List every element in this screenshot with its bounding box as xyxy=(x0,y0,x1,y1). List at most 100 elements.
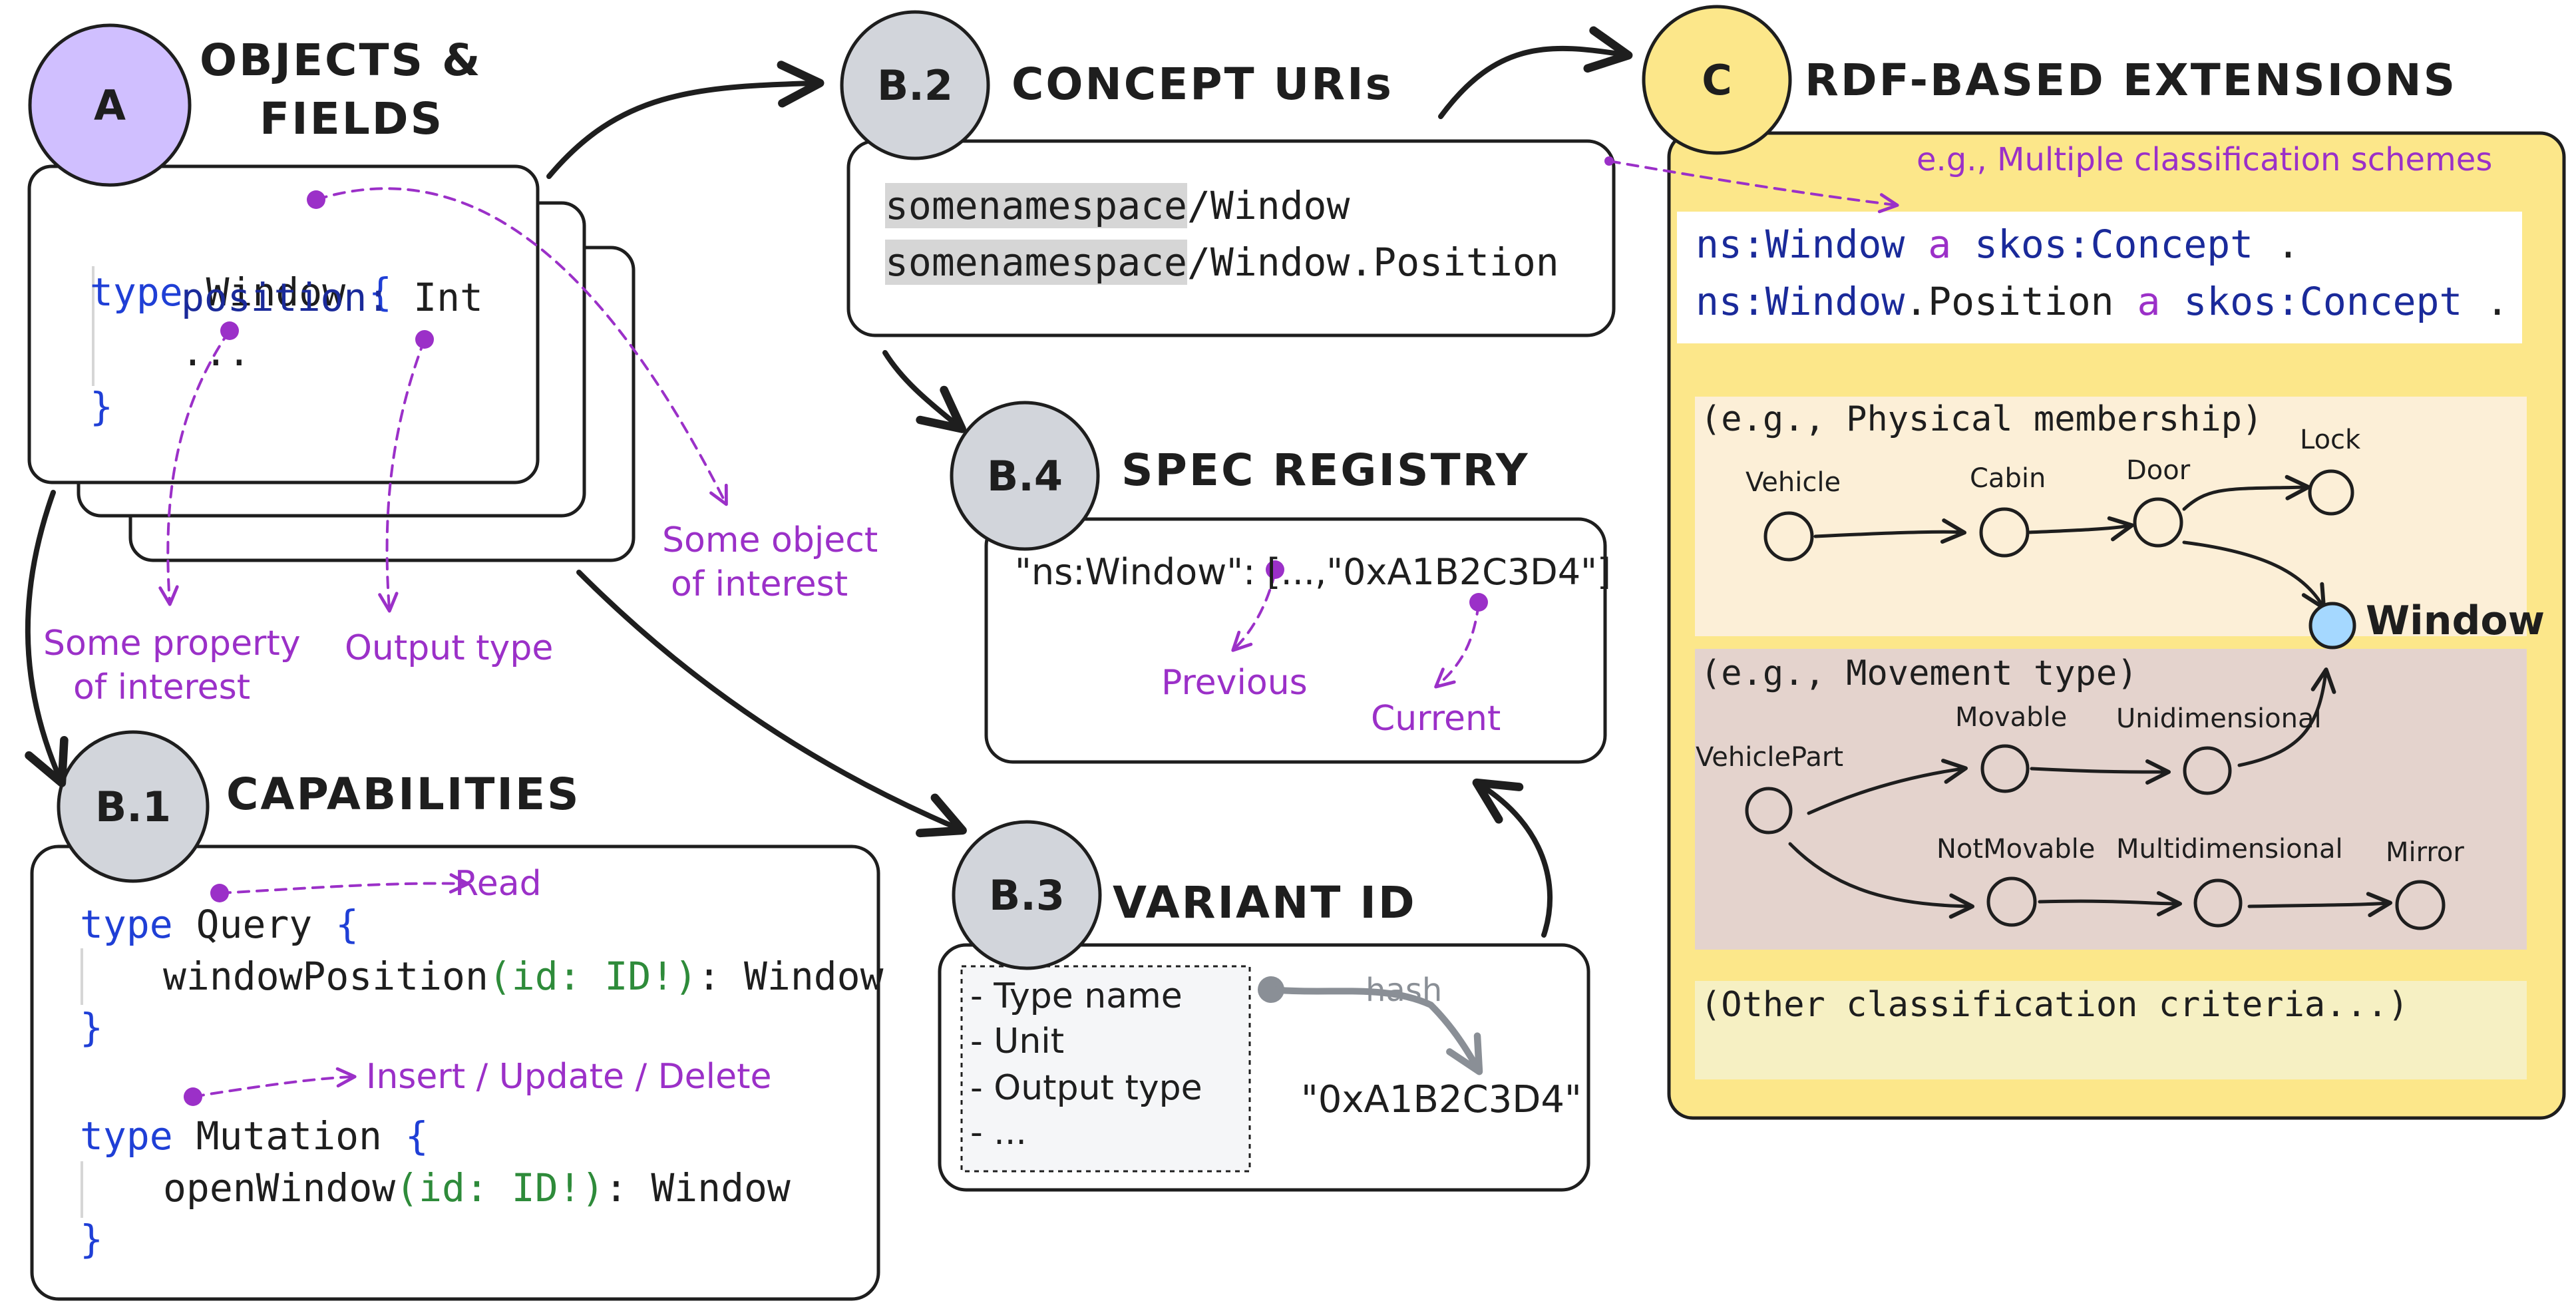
triple-end: . xyxy=(2253,222,2300,267)
uri-path: /Window.Position xyxy=(1187,240,1559,285)
a-title-line1: OBJECTS & xyxy=(200,35,482,86)
node-mirror xyxy=(2395,880,2446,930)
b4-box xyxy=(984,517,1607,764)
triple-subject: ns:Window xyxy=(1696,222,1905,267)
note-current: Current xyxy=(1371,699,1501,739)
badge-b3: B.3 xyxy=(989,870,1065,920)
note-previous: Previous xyxy=(1161,663,1308,703)
mutation-name: Mutation xyxy=(172,1113,405,1159)
field-name: position: xyxy=(181,275,391,320)
brace-close: } xyxy=(90,384,113,429)
arrow-b3-to-b4 xyxy=(1472,778,1553,938)
label-mirror: Mirror xyxy=(2386,837,2464,868)
variant-input-3: - ... xyxy=(970,1113,1027,1153)
movement-type-label: (e.g., Movement type) xyxy=(1700,654,2138,693)
label-movable: Movable xyxy=(1955,702,2068,733)
note-property-1: Some property xyxy=(43,624,301,663)
badge-a-shape xyxy=(28,23,192,187)
annotation-arrows xyxy=(158,160,1899,1098)
other-criteria-label: (Other classification criteria...) xyxy=(1700,985,2409,1025)
node-multidimensional xyxy=(2193,878,2243,928)
hash-arrow xyxy=(1268,986,1483,1075)
ellipsis-line: ... xyxy=(181,329,251,375)
arrow-b2-to-b4 xyxy=(882,350,966,433)
field-line: position: Int xyxy=(181,272,483,323)
label-lock: Lock xyxy=(2300,425,2361,455)
node-cabin xyxy=(1979,507,2030,558)
b1-title: CAPABILITIES xyxy=(226,769,581,820)
node-vehicle xyxy=(1763,511,1814,562)
note-classification-schemes: e.g., Multiple classification schemes xyxy=(1917,141,2493,178)
badge-b3-shape xyxy=(952,820,1102,970)
triple-end: . xyxy=(2462,279,2509,324)
arrow-a-to-b1 xyxy=(25,490,69,787)
c-title: RDF-BASED EXTENSIONS xyxy=(1805,55,2458,106)
variant-inputs-box xyxy=(960,965,1251,1173)
field-type: Int xyxy=(390,275,483,320)
label-cabin: Cabin xyxy=(1970,463,2046,494)
note-object-1: Some object xyxy=(662,520,878,560)
keyword-type: type xyxy=(80,902,173,947)
brace-open: { xyxy=(369,270,392,315)
badge-b1-shape xyxy=(57,730,210,883)
badge-c: C xyxy=(1702,55,1732,104)
query-brace-close: } xyxy=(80,1005,103,1050)
query-type-line: type Query { xyxy=(80,898,359,950)
triple-2: ns:Window.Position a skos:Concept . xyxy=(1696,276,2509,327)
query-field-name: windowPosition xyxy=(163,954,488,999)
variant-input-0: - Type name xyxy=(970,976,1183,1016)
triple-1: ns:Window a skos:Concept . xyxy=(1696,218,2300,270)
label-vehiclepart: VehiclePart xyxy=(1696,742,1844,773)
window-type-code: type Window { xyxy=(90,214,392,318)
node-door xyxy=(2133,497,2183,548)
registry-entry: "ns:Window": [...,"0xA1B2C3D4"] xyxy=(1015,551,1611,593)
mutation-field-name: openWindow xyxy=(163,1165,396,1211)
window-node-label: Window xyxy=(2366,598,2545,644)
uri-namespace: somenamespace xyxy=(885,183,1187,228)
object-card-front xyxy=(27,164,540,484)
query-field-args: (id: ID!) xyxy=(488,954,698,999)
badge-b1: B.1 xyxy=(95,782,171,831)
query-name: Query xyxy=(172,902,336,947)
mutation-field-return: : Window xyxy=(604,1165,791,1211)
triple-subject-suffix: .Position xyxy=(1905,279,2114,324)
label-vehicle: Vehicle xyxy=(1746,467,1841,498)
note-property-2: of interest xyxy=(73,667,251,707)
label-multidimensional: Multidimensional xyxy=(2116,834,2343,864)
hash-label: hash xyxy=(1366,972,1443,1009)
note-output-type: Output type xyxy=(345,628,554,668)
badge-b4-shape xyxy=(950,401,1100,551)
badge-c-shape xyxy=(1642,5,1792,155)
triples-box xyxy=(1677,212,2522,343)
note-read: Read xyxy=(455,864,542,904)
query-field-line: windowPosition(id: ID!): Window xyxy=(163,950,884,1002)
b1-box xyxy=(30,845,880,1301)
annotation-dots xyxy=(184,156,1614,1106)
label-unidimensional: Unidimensional xyxy=(2116,703,2322,734)
mutation-field-line: openWindow(id: ID!): Window xyxy=(163,1162,791,1214)
mutation-type-line: type Mutation { xyxy=(80,1110,429,1162)
arrow-a-to-b2 xyxy=(546,61,825,179)
node-lock xyxy=(2308,469,2354,516)
movement-type-panel xyxy=(1695,649,2527,950)
other-criteria-panel xyxy=(1695,981,2527,1079)
concept-uri-2: somenamespace/Window.Position xyxy=(885,236,1559,288)
mutation-brace-close: } xyxy=(80,1217,103,1262)
node-movable xyxy=(1980,744,2030,793)
node-vehiclepart xyxy=(1745,787,1793,835)
type-name: Window xyxy=(182,270,369,315)
badge-b4: B.4 xyxy=(987,451,1063,500)
variant-id-result: "0xA1B2C3D4" xyxy=(1301,1078,1582,1121)
badge-b2-shape xyxy=(840,10,990,160)
graph-nodes xyxy=(1745,469,2446,930)
brace-open: { xyxy=(335,902,359,947)
label-door: Door xyxy=(2126,455,2191,486)
arrow-a-to-b3 xyxy=(576,570,967,838)
b2-title: CONCEPT URIs xyxy=(1012,59,1393,110)
note-object-2: of interest xyxy=(671,564,848,604)
label-notmovable: NotMovable xyxy=(1936,834,2096,864)
brace-open: { xyxy=(405,1113,429,1159)
uri-path: /Window xyxy=(1187,183,1350,228)
triple-predicate: a xyxy=(1905,222,1975,267)
graph-edges xyxy=(1788,474,2392,919)
